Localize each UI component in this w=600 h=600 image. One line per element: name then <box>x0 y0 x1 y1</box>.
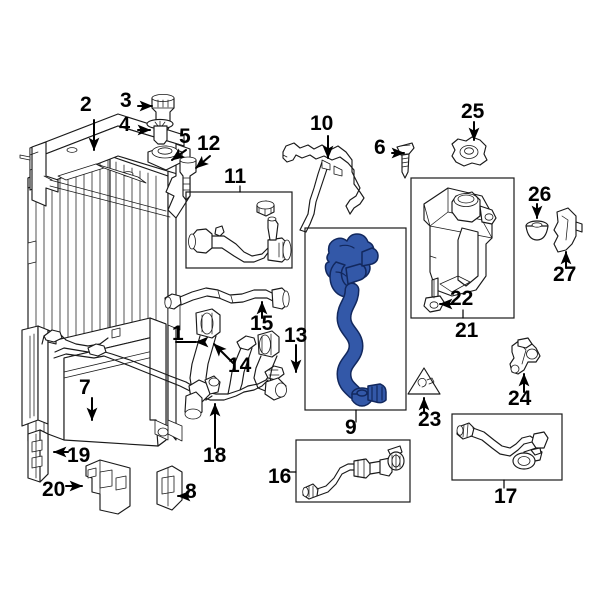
lower-radiator-hose <box>184 308 221 420</box>
screw <box>396 142 415 179</box>
callout-label-22: 22 <box>450 287 474 310</box>
callout-label-12: 12 <box>197 132 221 155</box>
inset-box-21 <box>410 177 515 319</box>
inset-box-16 <box>295 439 411 503</box>
bracket-clip-left <box>27 429 49 483</box>
transmission-oil-cooler-line <box>41 329 285 401</box>
callout-label-16: 16 <box>268 465 292 488</box>
callout-label-26: 26 <box>528 183 552 206</box>
retaining-clip <box>553 207 583 253</box>
callout-label-4: 4 <box>119 114 131 136</box>
callout-label-21: 21 <box>455 319 479 342</box>
callout-label-9: 9 <box>345 416 357 439</box>
callout-label-3: 3 <box>120 89 132 112</box>
callout-label-7: 7 <box>79 376 91 399</box>
bracket-clip-right <box>156 465 183 511</box>
callout-label-5: 5 <box>179 125 191 148</box>
inset-box-9 <box>304 227 407 411</box>
lower-radiator-support <box>21 317 169 447</box>
callout-label-13: 13 <box>284 324 308 347</box>
callout-label-20: 20 <box>42 478 66 501</box>
short-coolant-hose <box>253 330 287 401</box>
bracket-support <box>509 337 541 375</box>
callout-label-24: 24 <box>508 387 532 410</box>
warning-label <box>407 367 441 395</box>
inset-box-17 <box>451 413 563 481</box>
callout-label-1: 1 <box>172 322 184 345</box>
callout-label-17: 17 <box>494 485 518 508</box>
callout-label-11: 11 <box>224 165 247 188</box>
upper-radiator-hose <box>188 200 292 263</box>
callout-label-10: 10 <box>310 112 334 135</box>
highlighted-coolant-hose-assembly <box>324 233 387 407</box>
callout-label-6: 6 <box>374 136 386 159</box>
callout-label-14: 14 <box>228 354 252 377</box>
coolant-pipe <box>164 287 290 310</box>
heater-hose-inlet <box>302 445 405 500</box>
push-in-rivet <box>146 118 174 145</box>
expansion-tank-cap <box>451 136 488 167</box>
callout-label-27: 27 <box>553 263 577 286</box>
callout-label-25: 25 <box>461 100 485 123</box>
sealing-plug <box>525 220 549 241</box>
mounting-bracket <box>85 459 131 515</box>
coolant-expansion-tank <box>423 187 497 297</box>
callout-label-19: 19 <box>67 444 91 467</box>
vent-line <box>282 142 365 233</box>
inset-box-11 <box>185 191 293 269</box>
leader-lines <box>53 100 572 502</box>
callout-label-18: 18 <box>203 444 227 467</box>
drain-plug <box>423 277 445 313</box>
callout-label-8: 8 <box>185 480 197 503</box>
callout-label-2: 2 <box>80 93 92 116</box>
callout-label-15: 15 <box>250 312 274 335</box>
callout-label-23: 23 <box>418 408 442 431</box>
heater-hose-outlet <box>456 422 549 470</box>
